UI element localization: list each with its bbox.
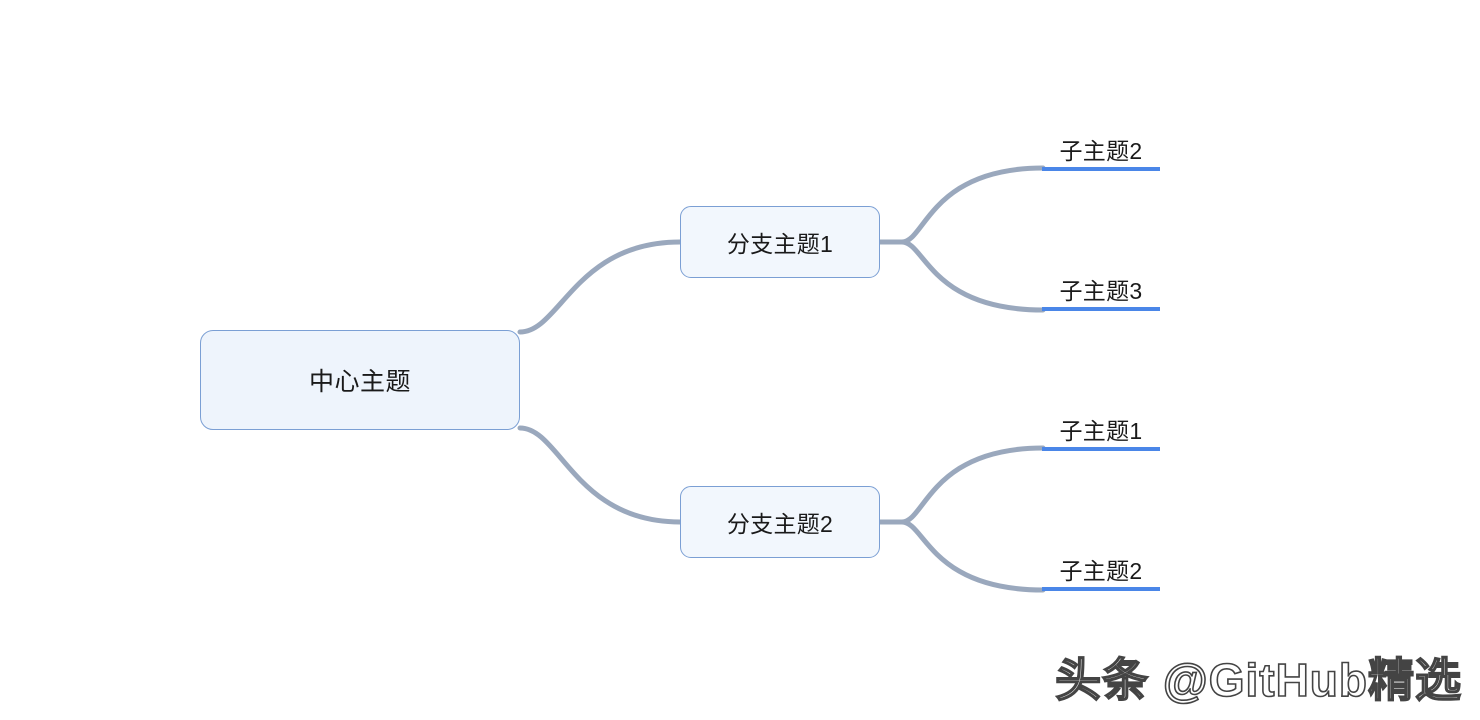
- connector-root-branch-1: [517, 239, 683, 335]
- branch-topic-node-1[interactable]: 分支主题1: [680, 206, 880, 278]
- central-topic-node[interactable]: 中心主题: [200, 330, 520, 430]
- central-topic-label: 中心主题: [308, 368, 411, 396]
- connector-root-branch-2: [517, 425, 683, 525]
- branch-topic-node-2[interactable]: 分支主题2: [680, 486, 880, 558]
- branch-topic-label-2: 分支主题2: [726, 511, 834, 537]
- connector-branch-1-leaf-1: [899, 165, 1046, 245]
- branch-topic-label-1: 分支主题1: [726, 231, 834, 257]
- sub-topic-label-2-2: 子主题2: [1059, 558, 1143, 584]
- sub-topic-label-1-2: 子主题3: [1059, 278, 1143, 304]
- connector-branch-1-leaf-2: [899, 239, 1046, 313]
- sub-topic-label-1-1: 子主题2: [1059, 138, 1143, 164]
- sub-topic-node-2-2[interactable]: 子主题2: [1042, 548, 1160, 591]
- sub-topic-label-2-1: 子主题1: [1059, 418, 1143, 444]
- sub-topic-node-2-1[interactable]: 子主题1: [1042, 408, 1160, 451]
- sub-topic-node-1-1[interactable]: 子主题2: [1042, 128, 1160, 171]
- connector-branch-2-leaf-1: [899, 445, 1046, 525]
- sub-topic-node-1-2[interactable]: 子主题3: [1042, 268, 1160, 311]
- watermark-text: 头条 @GitHub精选: [1054, 653, 1462, 707]
- connector-branch-2-leaf-2: [899, 519, 1046, 593]
